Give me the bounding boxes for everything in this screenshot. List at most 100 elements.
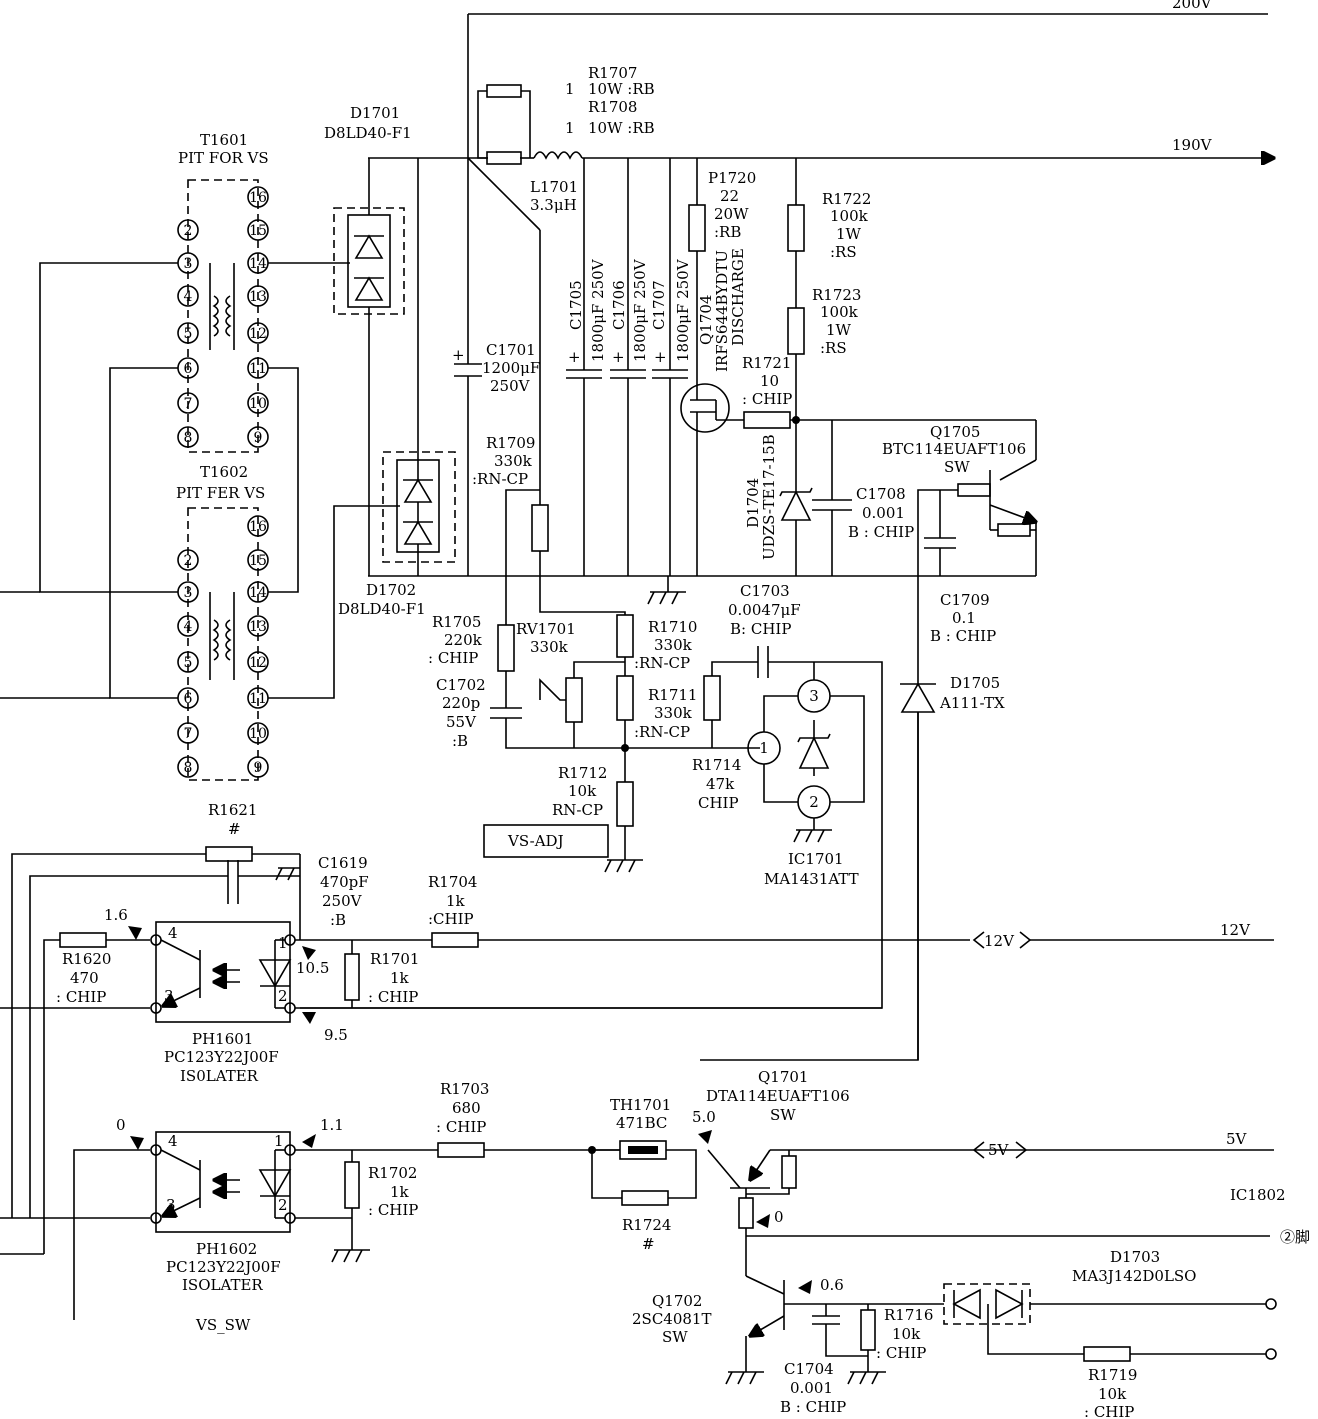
q1701-voltage-emitter: 5.0 bbox=[692, 1108, 716, 1126]
r1704-ref: R1704 bbox=[428, 873, 477, 891]
c1619-type: :B bbox=[330, 911, 346, 929]
r1702-ref: R1702 bbox=[368, 1164, 417, 1182]
pin-circle bbox=[177, 322, 199, 344]
ph1601-voltage-emitter: 9.5 bbox=[324, 1026, 348, 1044]
resistor-r1722 bbox=[787, 158, 805, 308]
pin-circle bbox=[247, 651, 269, 673]
pin-number: 7 bbox=[184, 396, 193, 412]
c1707-ref: C1707 bbox=[650, 280, 668, 330]
c1706-ref: C1706 bbox=[610, 280, 628, 330]
r1711-ref: R1711 bbox=[648, 686, 697, 704]
r1709-ref: R1709 bbox=[486, 434, 535, 452]
resistor-r1707 bbox=[477, 84, 531, 159]
ph1602-pin1: 1 bbox=[274, 1132, 284, 1150]
d1704-value: UDZS-TE17-15B bbox=[760, 434, 778, 560]
r1714-ref: R1714 bbox=[692, 756, 741, 774]
voltage-markers-q1701 bbox=[698, 1130, 770, 1228]
pin-circle bbox=[177, 722, 199, 744]
ph1602-value: PC123Y22J00F bbox=[166, 1258, 281, 1276]
pin-number: 9 bbox=[254, 760, 263, 776]
d1705-value: A111-TX bbox=[939, 694, 1005, 712]
r1716-type: : CHIP bbox=[876, 1344, 926, 1362]
ph1601-ref: PH1601 bbox=[192, 1030, 253, 1048]
regulator-ic1701 bbox=[711, 662, 865, 843]
r1724-value: # bbox=[642, 1235, 655, 1253]
resistor-r1701 bbox=[344, 953, 360, 1001]
r1719-value: 10k bbox=[1098, 1385, 1127, 1403]
p1720-ref: P1720 bbox=[708, 169, 756, 187]
transformer-t1601 bbox=[187, 179, 259, 453]
r1721-ref: R1721 bbox=[742, 354, 791, 372]
c1701-value: 1200μF bbox=[482, 359, 540, 377]
r1722-ref: R1722 bbox=[822, 190, 871, 208]
pin-number: 8 bbox=[184, 430, 193, 446]
pin-circle bbox=[177, 651, 199, 673]
r1621-ref: R1621 bbox=[208, 801, 257, 819]
q1704-ref: Q1704 bbox=[697, 295, 715, 345]
pin-number: 10 bbox=[249, 396, 267, 412]
ic1701-pin2: 2 bbox=[809, 793, 819, 811]
r1710-ref: R1710 bbox=[648, 618, 697, 636]
d1701-ref: D1701 bbox=[350, 104, 400, 122]
diode-d1702 bbox=[382, 451, 456, 563]
12v-connector-label: 12V bbox=[984, 932, 1015, 950]
q1702-ref: Q1702 bbox=[652, 1292, 702, 1310]
resistor-r1714 bbox=[703, 675, 721, 721]
diode-d1703 bbox=[943, 1283, 1277, 1355]
ic1802-label: IC1802 bbox=[1230, 1186, 1286, 1204]
pin-number: 16 bbox=[249, 519, 267, 535]
rv1701-value: 330k bbox=[530, 638, 569, 656]
capacitor-bank: +++ bbox=[566, 158, 688, 576]
t1601-ref: T1601 bbox=[200, 131, 248, 149]
th1701-value: 471BC bbox=[616, 1114, 667, 1132]
svg-text:+: + bbox=[452, 346, 465, 364]
r1708-ref: R1708 bbox=[588, 98, 637, 116]
r1722-power: 1W bbox=[836, 225, 862, 243]
pin-number: 14 bbox=[249, 256, 267, 272]
r1707-ref: R1707 bbox=[588, 64, 637, 82]
pin-number: 12 bbox=[249, 326, 267, 342]
pin-circle bbox=[247, 515, 269, 537]
r1704-value: 1k bbox=[446, 892, 466, 910]
diode-d1701 bbox=[333, 158, 419, 576]
ph1601-voltage-cathode: 10.5 bbox=[296, 959, 329, 977]
thermistor-th1701 bbox=[592, 1140, 697, 1199]
pin-circle bbox=[247, 722, 269, 744]
r1712-type: RN-CP bbox=[552, 801, 603, 819]
voltage-marker bbox=[798, 1280, 812, 1294]
voltage-markers-ph1602 bbox=[130, 1134, 316, 1150]
resistor-r1703 bbox=[437, 1142, 485, 1158]
resistor-r1709 bbox=[531, 504, 626, 615]
pin-number: 5 bbox=[184, 326, 193, 342]
ic1701-pin3: 3 bbox=[809, 687, 819, 705]
pin-circle bbox=[247, 219, 269, 241]
resistor-r1719 bbox=[1083, 1346, 1277, 1362]
c1706-value: 1800μF 250V bbox=[631, 258, 649, 362]
c1705-ref: C1705 bbox=[567, 280, 585, 330]
r1722-type: :RS bbox=[830, 243, 857, 261]
c1704-ref: C1704 bbox=[784, 1360, 834, 1378]
pin2-label: ②脚 bbox=[1280, 1228, 1310, 1246]
ph1601-pin1: 1 bbox=[278, 934, 288, 952]
ground-symbol bbox=[647, 576, 686, 605]
r1709-type: :RN-CP bbox=[472, 470, 528, 488]
pin-number: 7 bbox=[184, 726, 193, 742]
pin-circle bbox=[247, 392, 269, 414]
ic1701-value: MA1431ATT bbox=[764, 870, 859, 888]
mosfet-q1704 bbox=[680, 383, 744, 576]
pin-number: 16 bbox=[249, 190, 267, 206]
resistor-r1705 bbox=[490, 489, 760, 749]
q1705-note: SW bbox=[944, 458, 970, 476]
resistor-r1723 bbox=[787, 307, 1036, 424]
q1701-note: SW bbox=[770, 1106, 796, 1124]
r1702-type: : CHIP bbox=[368, 1201, 418, 1219]
ph1602-ref: PH1602 bbox=[196, 1240, 257, 1258]
pin-number: 8 bbox=[184, 760, 193, 776]
5v-connector-label: 5V bbox=[988, 1141, 1010, 1159]
r1703-value: 680 bbox=[452, 1099, 481, 1117]
pin-number: 10 bbox=[249, 726, 267, 742]
c1707-value: 1800μF 250V bbox=[674, 258, 692, 362]
r1724-ref: R1724 bbox=[622, 1216, 671, 1234]
r1621-value: # bbox=[228, 820, 241, 838]
